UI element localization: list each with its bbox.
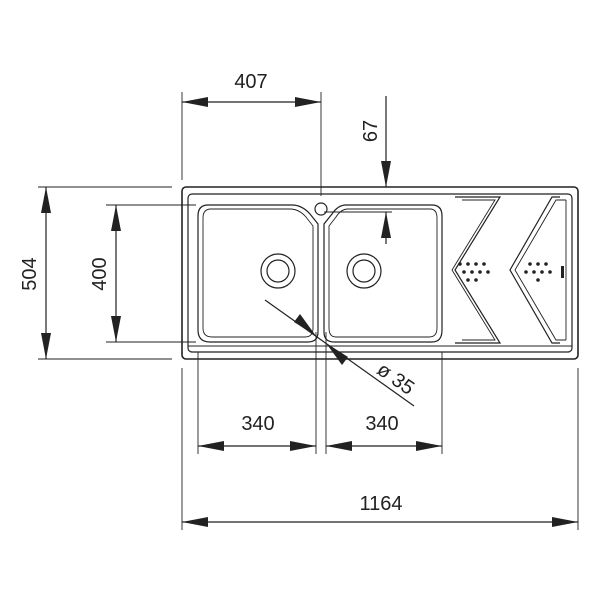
drainer-perforations-right <box>524 262 552 282</box>
dimension-top-width-label: 407 <box>234 71 267 93</box>
dimension-overall-depth: 504 <box>19 187 51 359</box>
dimension-bowl-right-width-label: 340 <box>365 413 398 435</box>
dimension-overall-width: 1164 <box>182 493 578 527</box>
dimension-tap-offset-label: 67 <box>360 120 382 142</box>
dimension-overall-width-label: 1164 <box>359 493 402 515</box>
right-bowl-inner <box>328 208 438 338</box>
dimension-bowl-left-width: 340 <box>198 413 316 451</box>
drainer-groove-left-inner <box>451 199 496 341</box>
left-bowl-outer <box>197 204 319 343</box>
drainer-overflow-slot <box>561 266 564 278</box>
dimension-overall-depth-label: 504 <box>19 257 41 290</box>
right-bowl-drain-outer <box>346 253 382 289</box>
extension-lines <box>38 92 579 530</box>
drainer-groove-right <box>509 196 560 344</box>
left-bowl-drain-outer <box>260 253 296 289</box>
right-bowl <box>323 204 443 343</box>
drainer-groove-left <box>454 196 502 344</box>
dimension-tap-offset: 67 <box>360 96 391 244</box>
dimension-bowl-left-width-label: 340 <box>241 413 274 435</box>
sink-inner-edge <box>187 193 573 353</box>
drainer-groove-right-inner <box>514 199 566 341</box>
right-bowl-drain-inner <box>352 259 376 283</box>
dimension-hole-diameter: ø 35 <box>264 299 418 407</box>
drainer-perforations-left <box>458 262 490 282</box>
right-bowl-outer <box>323 204 443 343</box>
drainer-board <box>451 196 567 344</box>
dimension-bowl-depth-label: 400 <box>89 257 111 290</box>
sink-outline <box>181 186 579 360</box>
dimension-top-width: 407 <box>182 71 321 107</box>
left-bowl <box>197 204 319 343</box>
left-bowl-inner <box>202 208 314 338</box>
left-bowl-drain-inner <box>266 259 290 283</box>
sink-outer-edge <box>181 186 579 360</box>
dimension-bowl-depth: 400 <box>89 205 121 342</box>
tap-hole <box>314 202 328 216</box>
dimension-bowl-right-width: 340 <box>326 413 442 451</box>
